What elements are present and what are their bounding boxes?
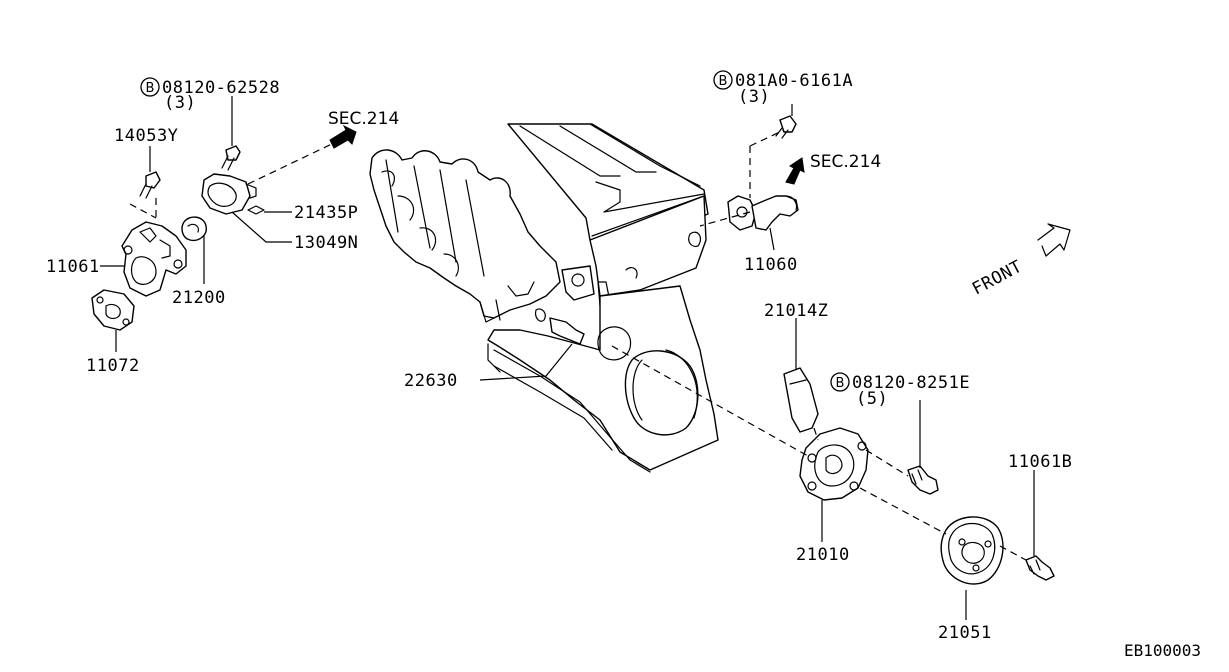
bolt-badge-1: B — [140, 77, 160, 97]
label-08120-8251E: 08120-8251E — [852, 373, 970, 393]
label-21010: 21010 — [796, 545, 850, 565]
label-front: FRONT — [969, 257, 1026, 300]
svg-text:B: B — [836, 376, 845, 391]
water-pump-group — [783, 367, 1055, 585]
front-arrow-icon — [1037, 223, 1071, 257]
label-21051: 21051 — [938, 623, 992, 643]
thermostat-housing-group — [91, 145, 265, 331]
sensor-22630 — [535, 308, 585, 345]
label-08120-62528: 08120-62528 — [162, 78, 280, 98]
label-21435P: 21435P — [294, 203, 358, 223]
sec214-right-arrow-icon — [785, 157, 805, 185]
engine-assembly — [369, 123, 719, 473]
assembly-lines — [129, 129, 1027, 561]
section-arrows — [329, 124, 805, 185]
label-sec214-right: SEC.214 — [810, 152, 881, 172]
label-11061B: 11061B — [1008, 452, 1072, 472]
leader-lines — [100, 96, 1035, 620]
svg-text:B: B — [146, 81, 155, 96]
sec214-left-arrow-icon — [329, 124, 357, 149]
label-21200: 21200 — [172, 288, 226, 308]
label-08120-62528-qty: (3) — [164, 93, 196, 113]
label-11060: 11060 — [744, 255, 798, 275]
label-21014Z: 21014Z — [764, 301, 828, 321]
label-11061: 11061 — [46, 257, 100, 277]
water-outlet-11060 — [727, 115, 799, 231]
svg-text:B: B — [719, 74, 728, 89]
part-labels: 08120-62528 (3) 14053Y SEC.214 21435P 13… — [46, 71, 1201, 660]
label-08120-8251E-qty: (5) — [856, 389, 888, 409]
label-13049N: 13049N — [294, 233, 358, 253]
label-22630: 22630 — [404, 371, 458, 391]
bolt-badge-2: B — [713, 70, 733, 90]
label-11072: 11072 — [86, 356, 140, 376]
label-081A0-6161A-qty: (3) — [738, 87, 770, 107]
diagram-code: EB100003 — [1124, 641, 1201, 660]
bolt-badge-3: B — [830, 372, 850, 392]
label-081A0-6161A: 081A0-6161A — [735, 71, 853, 91]
label-14053Y: 14053Y — [114, 126, 178, 146]
label-sec214-left: SEC.214 — [328, 109, 399, 129]
